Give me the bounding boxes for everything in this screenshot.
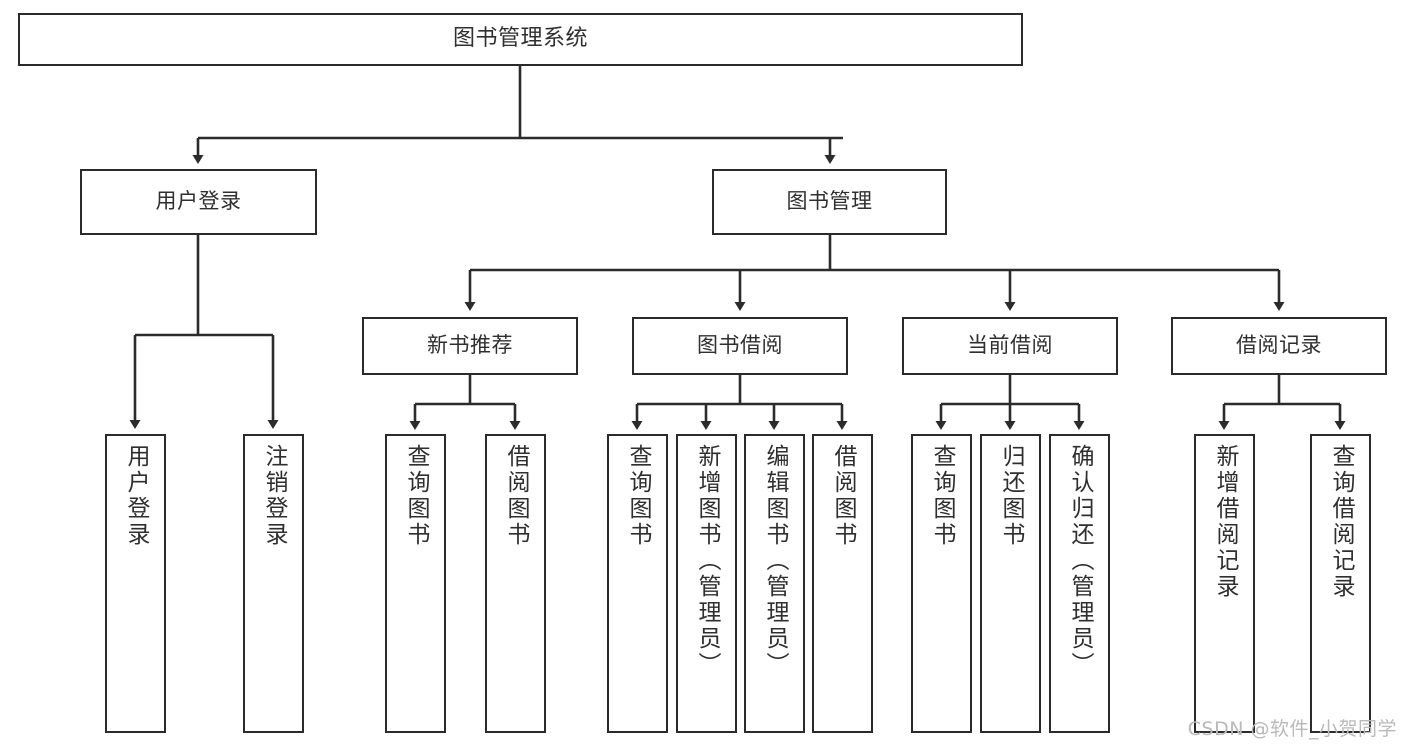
node-leaf-query-book-2-label: 查询图书 (625, 444, 651, 548)
node-leaf-user-logout-label: 注销登录 (261, 444, 287, 548)
node-borrow-record-label: 借阅记录 (1236, 333, 1322, 358)
node-user-login-label: 用户登录 (155, 189, 242, 214)
node-leaf-return-book-label: 归还图书 (998, 444, 1024, 548)
node-leaf-query-book-1[interactable]: 查询图书 (385, 434, 446, 733)
node-book-manage[interactable]: 图书管理 (712, 169, 947, 235)
node-leaf-borrow-book-1[interactable]: 借阅图书 (485, 434, 546, 733)
node-leaf-query-book-1-label: 查询图书 (403, 444, 429, 548)
node-leaf-query-book-3[interactable]: 查询图书 (911, 434, 972, 733)
node-user-login[interactable]: 用户登录 (80, 169, 317, 235)
node-leaf-user-login[interactable]: 用户登录 (105, 434, 166, 733)
node-current-borrow-label: 当前借阅 (967, 333, 1053, 358)
node-leaf-edit-book-label: 编辑图书（管理员） (762, 444, 788, 678)
node-leaf-edit-book[interactable]: 编辑图书（管理员） (744, 434, 805, 733)
node-leaf-user-logout[interactable]: 注销登录 (243, 434, 304, 733)
node-leaf-query-record[interactable]: 查询借阅记录 (1310, 434, 1371, 733)
watermark-text: CSDN @软件_小贺同学 (1187, 718, 1397, 740)
node-leaf-return-book[interactable]: 归还图书 (980, 434, 1041, 733)
node-leaf-add-record[interactable]: 新增借阅记录 (1194, 434, 1255, 733)
node-leaf-user-login-label: 用户登录 (123, 444, 149, 548)
node-borrow-record[interactable]: 借阅记录 (1171, 317, 1387, 375)
node-leaf-borrow-book-2[interactable]: 借阅图书 (812, 434, 873, 733)
node-leaf-borrow-book-2-label: 借阅图书 (830, 444, 856, 548)
node-book-borrow-label: 图书借阅 (697, 333, 783, 358)
node-leaf-confirm-return[interactable]: 确认归还（管理员） (1049, 434, 1110, 733)
node-leaf-borrow-book-1-label: 借阅图书 (503, 444, 529, 548)
node-book-borrow[interactable]: 图书借阅 (632, 317, 848, 375)
node-current-borrow[interactable]: 当前借阅 (902, 317, 1118, 375)
node-book-manage-label: 图书管理 (786, 189, 873, 214)
node-leaf-add-book[interactable]: 新增图书（管理员） (676, 434, 737, 733)
node-leaf-add-book-label: 新增图书（管理员） (694, 444, 720, 678)
node-root-label: 图书管理系统 (452, 26, 588, 52)
node-leaf-query-record-label: 查询借阅记录 (1328, 444, 1354, 600)
node-leaf-confirm-return-label: 确认归还（管理员） (1067, 444, 1093, 678)
node-leaf-query-book-2[interactable]: 查询图书 (607, 434, 668, 733)
node-leaf-add-record-label: 新增借阅记录 (1212, 444, 1238, 600)
node-leaf-query-book-3-label: 查询图书 (929, 444, 955, 548)
node-new-book-recommend[interactable]: 新书推荐 (362, 317, 578, 375)
node-new-book-recommend-label: 新书推荐 (427, 333, 513, 358)
node-root[interactable]: 图书管理系统 (18, 13, 1023, 66)
